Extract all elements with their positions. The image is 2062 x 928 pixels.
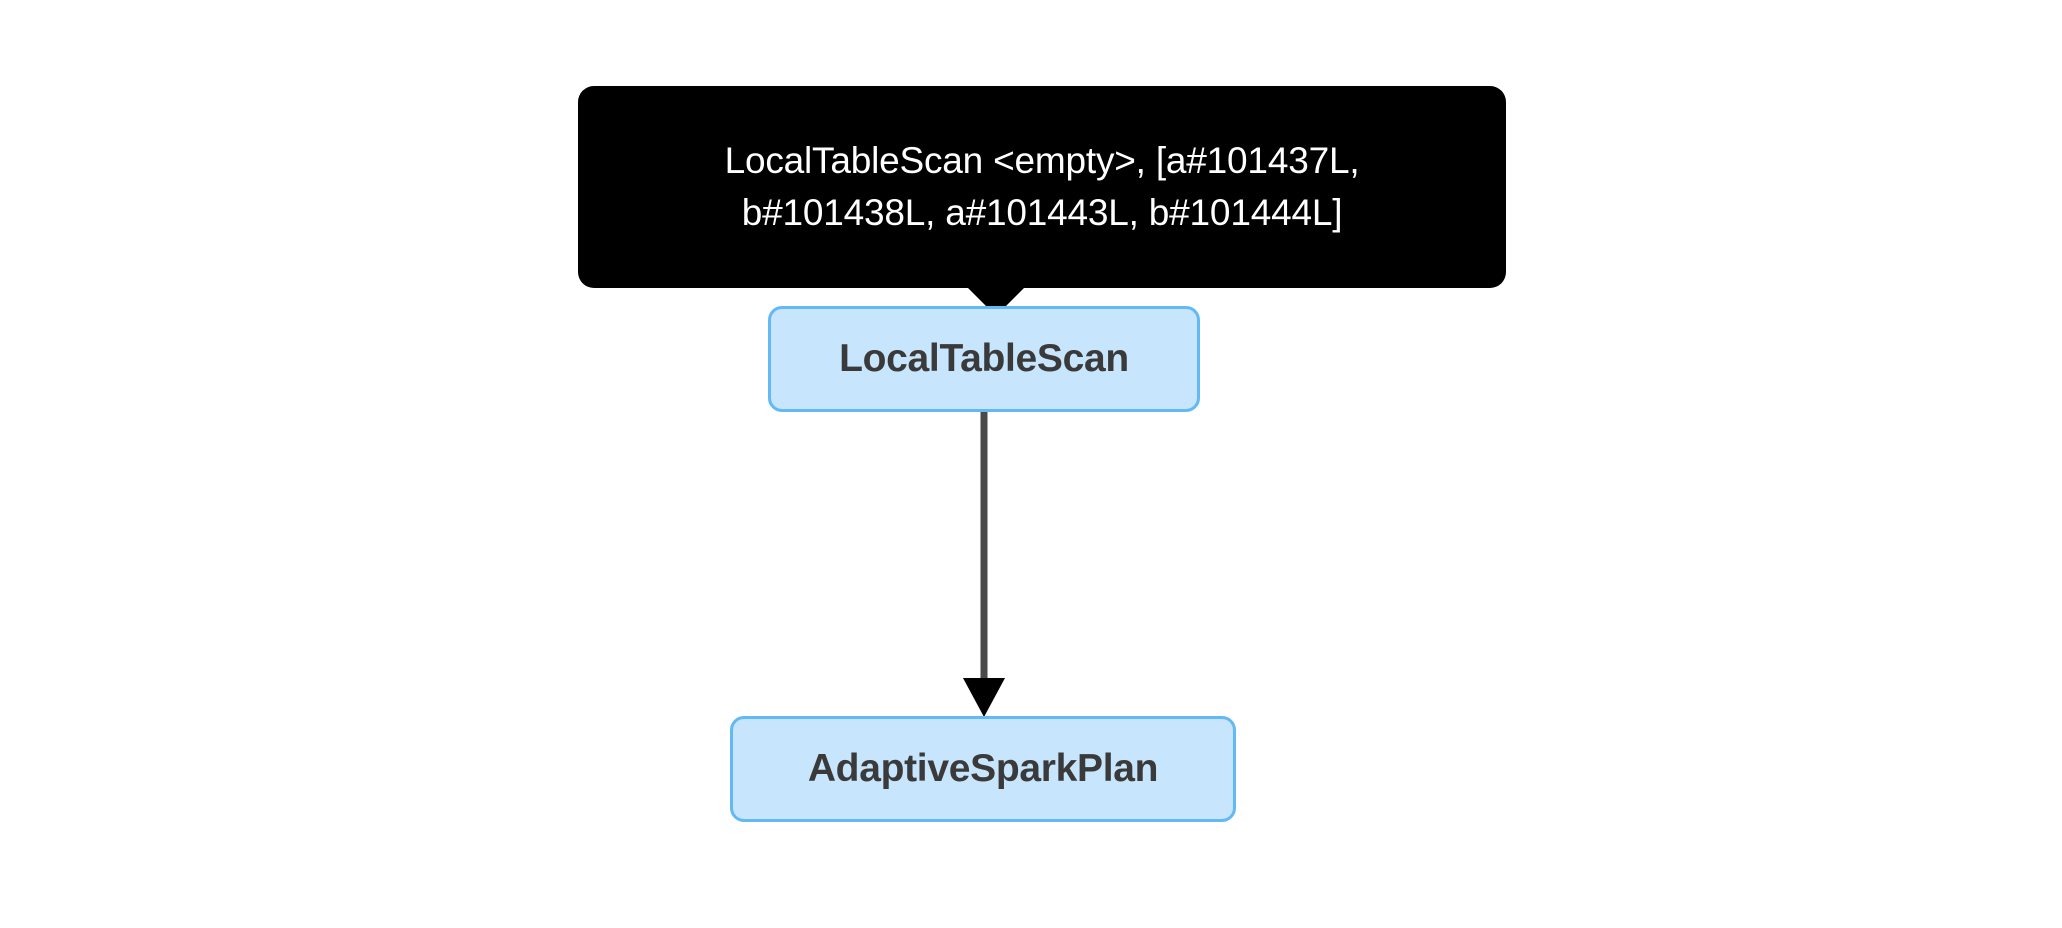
tooltip-line-1: LocalTableScan <empty>, [a#101437L, xyxy=(724,140,1360,181)
arrowhead-icon xyxy=(963,678,1005,717)
dag-node-adaptive-spark-plan[interactable]: AdaptiveSparkPlan xyxy=(730,716,1236,822)
dag-node-label: LocalTableScan xyxy=(839,337,1129,380)
dag-node-label: AdaptiveSparkPlan xyxy=(807,747,1159,790)
plan-detail-tooltip: LocalTableScan <empty>, [a#101437L, b#10… xyxy=(578,86,1506,288)
dag-node-local-table-scan[interactable]: LocalTableScan xyxy=(768,306,1200,412)
tooltip-line-2: b#101438L, a#101443L, b#101444L] xyxy=(741,192,1343,233)
